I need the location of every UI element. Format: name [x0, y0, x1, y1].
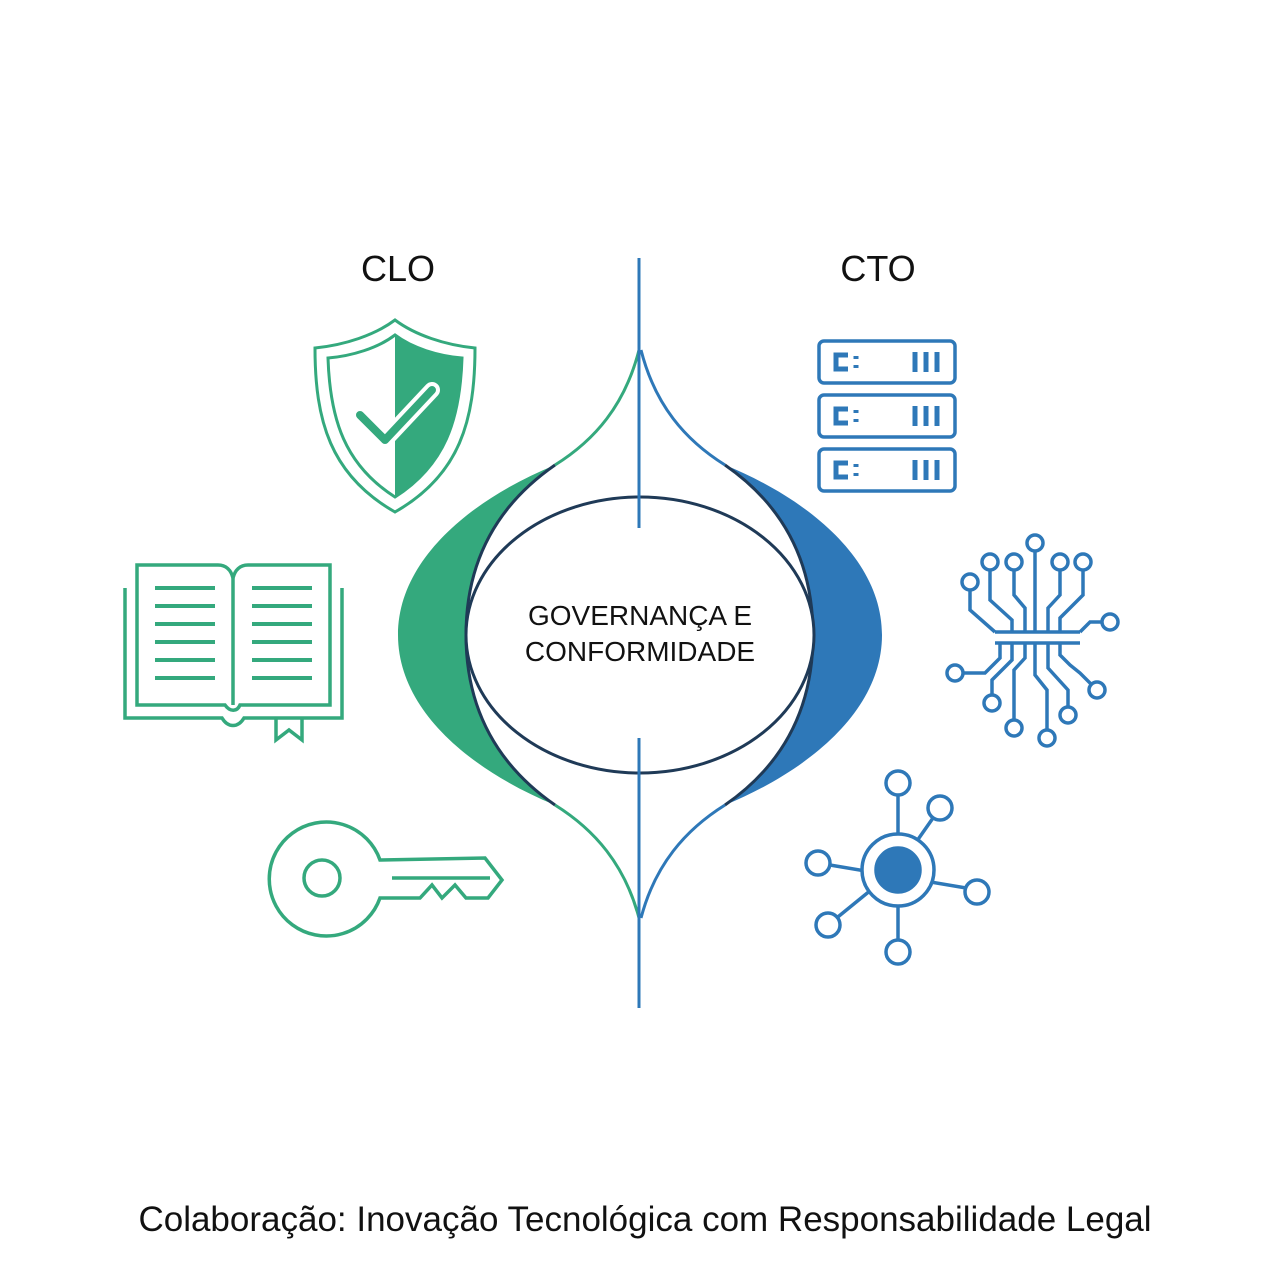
blue-crescent [725, 465, 882, 805]
blue-line-bottom [639, 803, 726, 919]
green-crescent [398, 465, 555, 805]
center-title-line2: CONFORMIDADE [524, 636, 756, 667]
center-lens [398, 258, 882, 1008]
circuit-chip-icon [945, 533, 1120, 748]
cto-label: CTO [840, 248, 916, 289]
key-icon [267, 820, 505, 938]
blue-line-top [639, 349, 726, 467]
green-line-bottom [554, 803, 641, 919]
green-line-top [554, 349, 641, 467]
caption: Colaboração: Inovação Tecnológica com Re… [138, 1200, 1152, 1239]
center-title: GOVERNANÇA E CONFORMIDADE [525, 598, 755, 670]
shield-check-icon [313, 318, 477, 514]
center-title-line1: GOVERNANÇA E [527, 600, 753, 631]
network-node-icon [804, 769, 991, 966]
clo-label: CLO [360, 248, 436, 289]
open-book-icon [123, 563, 344, 744]
server-rack-icon [817, 339, 957, 493]
